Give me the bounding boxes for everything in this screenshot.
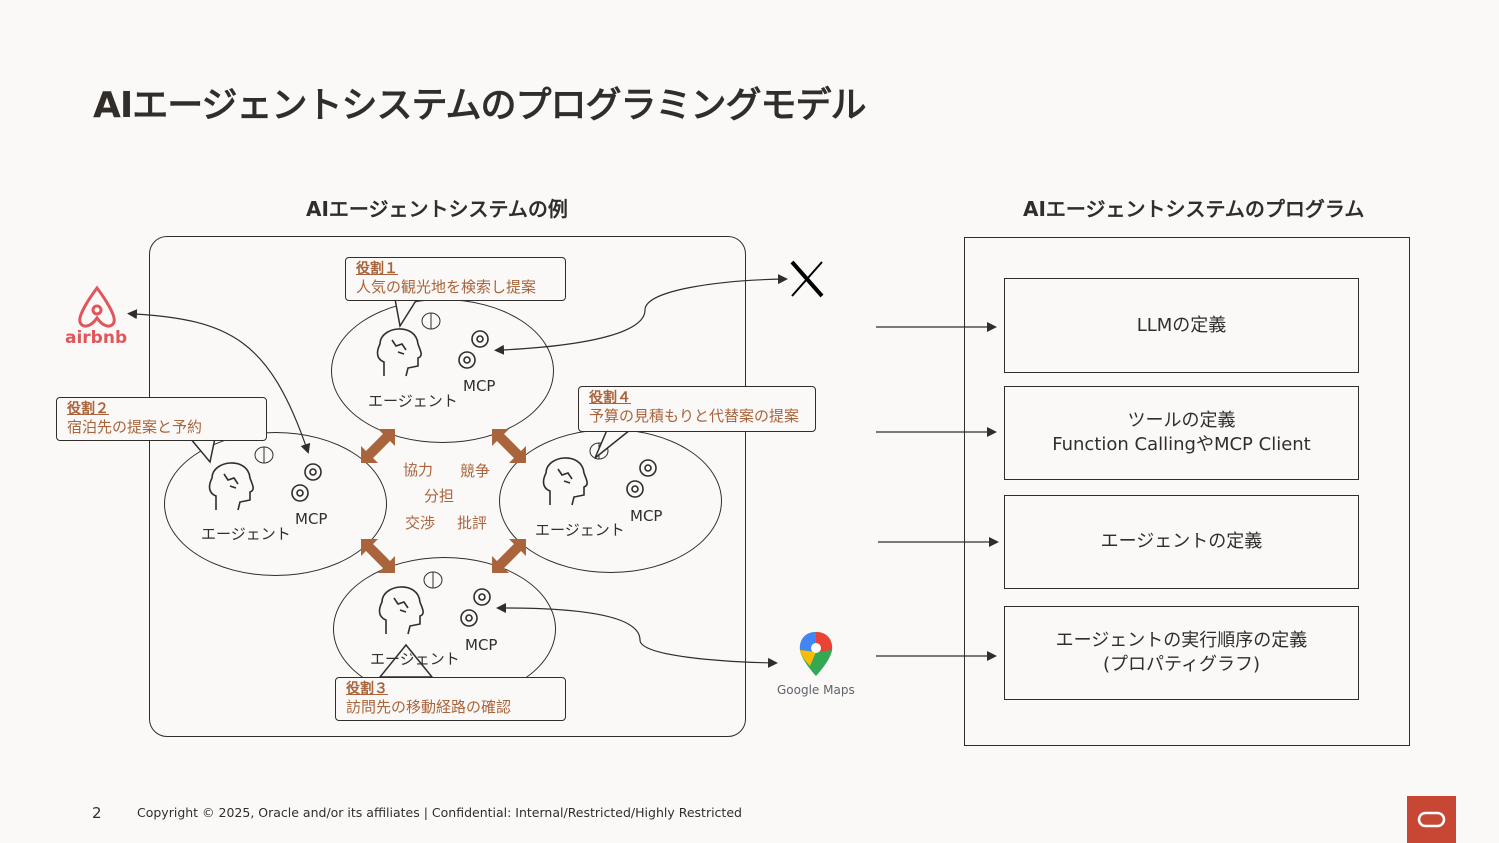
box-line: エージェントの定義 [1100,531,1263,552]
x-logo-icon [790,260,824,298]
mcp-label-right: MCP [630,507,663,525]
center-critique: 批評 [457,514,488,532]
role-desc: 予算の見積もりと代替案の提案 [589,407,800,425]
mcp-label-left: MCP [295,510,328,528]
role-callout-1: 役割１ 人気の観光地を検索し提案 [345,257,566,301]
tool-definition-box: ツールの定義 Function CallingやMCP Client [1004,386,1359,480]
box-line: エージェントの実行順序の定義 [1055,630,1308,651]
mcp-label-top: MCP [463,377,496,395]
google-maps-pin-icon [799,632,833,676]
execution-order-box: エージェントの実行順序の定義 (プロパティグラフ) [1004,606,1359,700]
role-title: 役割３ [346,681,388,697]
example-section-heading: AIエージェントシステムの例 [306,197,568,221]
center-share: 分担 [424,487,455,505]
google-maps-logo-text: Google Maps [777,683,855,697]
box-line: ツールの定義 [1127,410,1236,431]
center-cooperate: 協力 [403,461,434,479]
program-section-heading: AIエージェントシステムのプログラム [1023,197,1365,221]
box-line: Function CallingやMCP Client [1052,434,1311,455]
role-desc: 人気の観光地を検索し提案 [356,278,537,296]
agent-ellipse-left [164,432,387,576]
role-callout-3: 役割３ 訪問先の移動経路の確認 [335,677,566,721]
box-line: (プロパティグラフ) [1103,654,1260,675]
agent-label-bottom: エージェント [370,650,460,668]
agent-ellipse-top [331,299,554,443]
mcp-label-bottom: MCP [465,636,498,654]
box-line: LLMの定義 [1136,314,1227,336]
role-callout-4: 役割４ 予算の見積もりと代替案の提案 [578,386,816,432]
center-compete: 競争 [460,462,491,480]
center-negotiate: 交渉 [405,514,436,532]
role-title: 役割１ [356,261,398,277]
llm-definition-box: LLMの定義 [1004,278,1359,373]
agent-ellipse-right [499,429,722,573]
oracle-logo [1407,796,1456,843]
airbnb-icon [78,285,116,328]
role-desc: 訪問先の移動経路の確認 [346,698,512,716]
agent-label-left: エージェント [201,525,291,543]
agent-definition-box: エージェントの定義 [1004,495,1359,589]
copyright-text: Copyright © 2025, Oracle and/or its affi… [137,805,742,820]
role-desc: 宿泊先の提案と予約 [67,418,203,436]
page-title: AIエージェントシステムのプログラミングモデル [93,85,866,126]
role-callout-2: 役割２ 宿泊先の提案と予約 [56,397,267,441]
page-number: 2 [92,804,102,822]
agent-label-top: エージェント [368,392,458,410]
agent-label-right: エージェント [535,521,625,539]
role-title: 役割２ [67,401,109,417]
airbnb-logo-text: airbnb [65,328,128,348]
role-title: 役割４ [589,390,631,406]
